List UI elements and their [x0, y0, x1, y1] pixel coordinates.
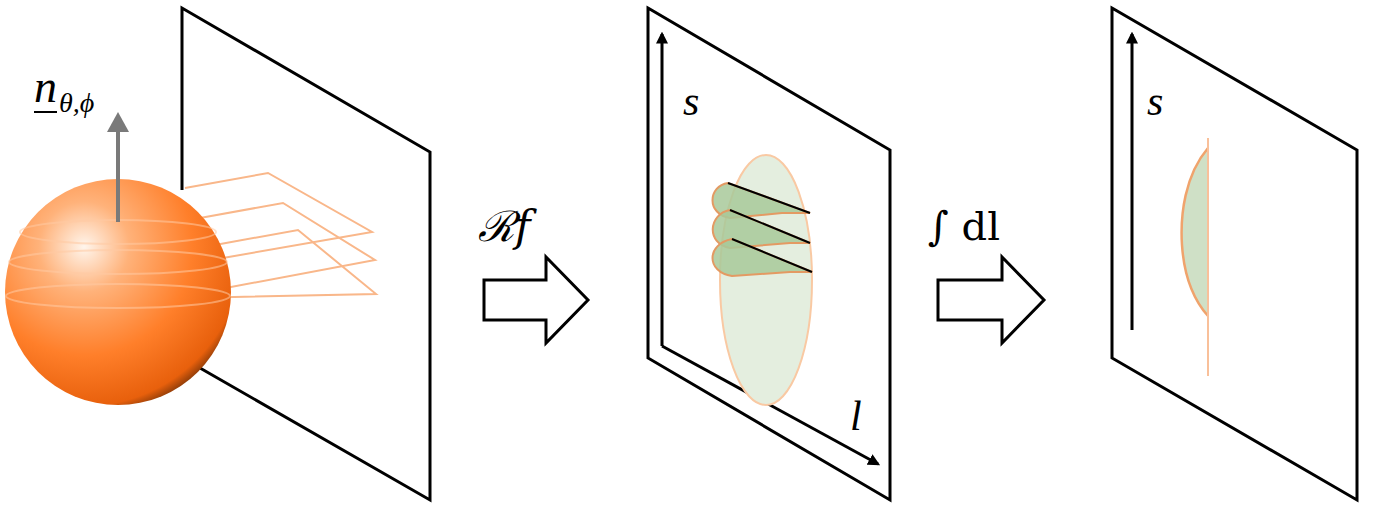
block-arrow [938, 257, 1044, 343]
normal-arrowhead [107, 112, 129, 132]
s-axis [1131, 34, 1134, 330]
projected-slices [713, 183, 813, 276]
projection-plane [1112, 8, 1357, 500]
vector-subscript: θ,ϕ [59, 89, 94, 117]
integrated-profile [1182, 148, 1208, 316]
axis-label: l [850, 395, 862, 437]
operator-label: ∫ dl [928, 206, 1000, 246]
axis-label: s [683, 80, 699, 122]
normal-arrow [116, 130, 120, 222]
integrated-profile-fill [1182, 148, 1208, 316]
s-axis [661, 34, 664, 346]
operator-label: ℛf [478, 206, 531, 248]
profile-baseline [1207, 138, 1209, 376]
block-arrow [484, 257, 588, 343]
vector-label: n [34, 64, 57, 113]
axis-label: s [1147, 80, 1163, 122]
projection-plane [648, 8, 890, 500]
sphere-bands [6, 220, 230, 308]
